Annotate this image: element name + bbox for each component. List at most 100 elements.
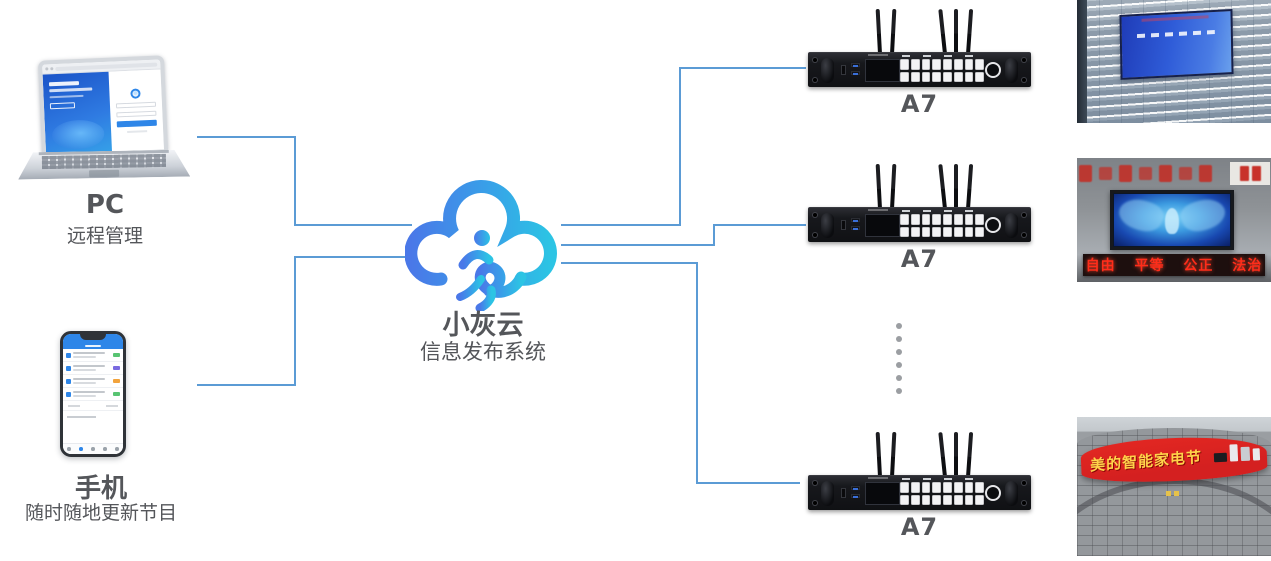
rack-screw xyxy=(813,213,817,217)
antenna xyxy=(875,431,882,478)
rack-screw xyxy=(1022,501,1026,505)
device-key xyxy=(900,71,909,82)
device-key xyxy=(964,214,974,225)
antenna xyxy=(966,163,974,210)
device-front-panel xyxy=(808,475,1031,510)
list-item xyxy=(63,362,123,375)
laptop-base xyxy=(18,150,190,183)
device-knob xyxy=(985,485,1001,501)
login-button-mini xyxy=(116,119,158,128)
device-label: A7 xyxy=(900,513,939,541)
device-key xyxy=(921,59,931,70)
usb-port xyxy=(851,494,860,498)
antenna xyxy=(954,164,958,209)
device-key xyxy=(975,482,984,493)
device-key xyxy=(943,226,952,237)
device-icon xyxy=(66,391,71,397)
device-icon xyxy=(66,378,71,384)
device-lcd-screen xyxy=(865,59,900,82)
antenna xyxy=(966,8,974,55)
usb-port xyxy=(851,218,860,222)
rack-screw xyxy=(1022,481,1026,485)
device-key xyxy=(910,71,920,82)
device-key xyxy=(900,59,909,70)
antenna-array xyxy=(808,5,1034,55)
antenna xyxy=(890,431,897,478)
rack-handle xyxy=(821,213,834,238)
art-wing-right xyxy=(1177,194,1230,237)
device-key xyxy=(910,494,920,505)
list-item xyxy=(63,388,123,401)
rooftop-sign-characters xyxy=(1079,163,1215,184)
device-key xyxy=(953,214,963,225)
list-item xyxy=(63,349,123,362)
device-key xyxy=(953,482,963,493)
led-photo-building: 自由 平等 公正 法治 xyxy=(1077,158,1271,282)
device-key xyxy=(975,71,984,82)
led-screen-blue xyxy=(1119,9,1233,81)
banner-text: 美的智能家电节 xyxy=(1089,447,1202,475)
device-front-panel xyxy=(808,52,1031,87)
line-cloud-to-device-1 xyxy=(561,67,806,226)
promo-illustration xyxy=(51,119,106,151)
device-key xyxy=(910,482,920,493)
device-knob xyxy=(985,217,1001,233)
device-key xyxy=(953,226,963,237)
device-key xyxy=(964,226,974,237)
laptop-trackpad xyxy=(89,170,120,178)
usb-port xyxy=(851,63,860,67)
login-form-panel xyxy=(108,69,164,152)
button-group-labels xyxy=(902,210,982,212)
controller-device-2: A7 xyxy=(808,160,1034,273)
rack-screw xyxy=(1022,213,1026,217)
button-group-labels xyxy=(902,478,982,480)
panel-brand-mark xyxy=(868,54,888,56)
device-key xyxy=(943,482,952,493)
rack-screw xyxy=(813,501,817,505)
phone-subtitle: 随时随地更新节目 xyxy=(24,502,177,524)
pc-title: PC xyxy=(85,190,125,220)
controller-device-1: A7 xyxy=(808,5,1034,118)
device-key xyxy=(932,214,941,225)
more-devices-ellipsis xyxy=(896,323,902,394)
rack-screw xyxy=(1022,233,1026,237)
device-key xyxy=(932,59,941,70)
art-figure xyxy=(1165,207,1179,235)
device-lcd-screen xyxy=(865,214,900,237)
antenna-array xyxy=(808,160,1034,210)
device-key xyxy=(975,59,984,70)
antenna xyxy=(938,9,947,55)
phone-title: 手机 xyxy=(74,474,127,504)
device-key xyxy=(921,494,931,505)
line-cloud-to-device-2 xyxy=(561,224,806,246)
usb-port xyxy=(851,486,860,490)
device-key xyxy=(975,214,984,225)
device-key xyxy=(975,226,984,237)
device-label: A7 xyxy=(900,90,939,118)
login-promo-panel xyxy=(42,71,113,155)
line-phone-to-cloud xyxy=(197,256,412,386)
device-button-grid xyxy=(900,214,984,237)
device-key xyxy=(953,494,963,505)
device-key xyxy=(943,494,952,505)
usb-port xyxy=(851,226,860,230)
device-key xyxy=(932,494,941,505)
phone-tabbar xyxy=(63,443,123,454)
side-sign xyxy=(1230,161,1270,186)
rack-screw xyxy=(813,233,817,237)
device-key xyxy=(964,71,974,82)
rack-handle xyxy=(1005,213,1018,238)
panel-brand-mark xyxy=(868,477,888,479)
phone-illustration xyxy=(60,331,126,457)
device-key xyxy=(953,59,963,70)
button-group-labels xyxy=(902,55,982,57)
rack-screw xyxy=(813,481,817,485)
device-key xyxy=(953,71,963,82)
device-knob xyxy=(985,62,1001,78)
led-screen-content xyxy=(1113,194,1231,246)
device-label: A7 xyxy=(900,245,939,273)
device-icon xyxy=(66,365,71,371)
cloud-logo-icon xyxy=(404,175,557,313)
